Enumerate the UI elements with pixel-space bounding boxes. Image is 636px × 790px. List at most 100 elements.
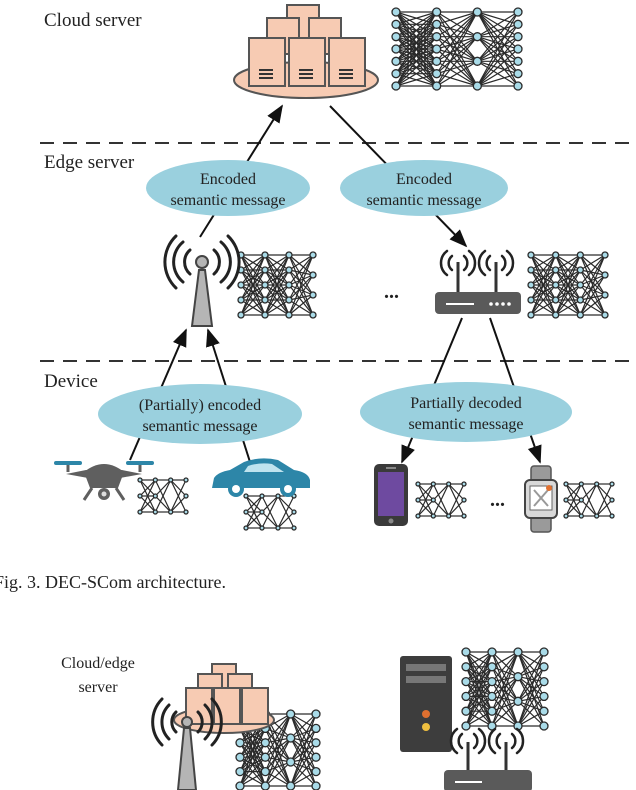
nn-node bbox=[415, 497, 421, 503]
nn-node bbox=[285, 281, 293, 289]
nn-edge bbox=[288, 274, 314, 301]
nn-edge bbox=[290, 728, 317, 763]
nn-node bbox=[391, 32, 401, 42]
nn-node bbox=[286, 781, 296, 790]
nn-node bbox=[391, 44, 401, 54]
nn-edge bbox=[245, 511, 263, 529]
nn-edge bbox=[448, 483, 465, 517]
figure-caption: Fig. 3. DEC-SCom architecture. bbox=[0, 572, 226, 592]
nn-node bbox=[275, 525, 281, 531]
nn-edge bbox=[288, 269, 314, 316]
nn-edge bbox=[288, 294, 314, 316]
nn-node bbox=[285, 251, 293, 259]
nn-edge bbox=[465, 651, 493, 697]
nn-edge bbox=[436, 60, 478, 87]
fig4-label-line1: Cloud/edge bbox=[61, 655, 135, 672]
nn-node bbox=[183, 493, 189, 499]
fig4-neural-network-top-icon bbox=[461, 647, 549, 731]
nn-edge bbox=[517, 666, 545, 727]
nn-node bbox=[601, 291, 609, 299]
nn-node bbox=[461, 647, 471, 657]
nn-edge bbox=[288, 254, 314, 301]
nn-edge bbox=[239, 728, 266, 787]
nn-node bbox=[563, 481, 569, 487]
nn-edge bbox=[530, 254, 557, 301]
nn-edge bbox=[139, 495, 156, 513]
nn-node bbox=[168, 477, 174, 483]
device-left-message-bubble bbox=[98, 384, 302, 444]
nn-edge bbox=[264, 737, 292, 787]
nn-node bbox=[311, 709, 321, 719]
nn-edge bbox=[264, 713, 292, 758]
nn-node bbox=[594, 481, 600, 487]
device-right-bubble-line2: semantic message bbox=[408, 416, 523, 433]
edge-right-bubble-line2: semantic message bbox=[366, 192, 481, 209]
nn-edge bbox=[240, 254, 266, 301]
nn-node bbox=[415, 481, 421, 487]
nn-edge bbox=[491, 651, 519, 712]
nn-edge bbox=[395, 48, 438, 87]
nn-edge bbox=[288, 269, 314, 276]
nn-edge bbox=[565, 483, 582, 517]
nn-edge bbox=[288, 274, 314, 316]
nn-node bbox=[243, 493, 249, 499]
nn-node bbox=[183, 509, 189, 515]
nn-edge bbox=[491, 666, 519, 702]
nn-edge bbox=[261, 495, 279, 513]
nn-node bbox=[513, 32, 523, 42]
nn-edge bbox=[477, 11, 519, 38]
nn-edge bbox=[288, 299, 314, 316]
fig4-base-station-icon bbox=[151, 697, 223, 790]
nn-edge bbox=[154, 479, 172, 513]
nn-node bbox=[563, 497, 569, 503]
nn-node bbox=[513, 56, 523, 66]
nn-edge bbox=[240, 269, 266, 316]
nn-node bbox=[513, 81, 523, 91]
nn-node bbox=[311, 766, 321, 777]
nn-edge bbox=[264, 737, 292, 758]
nn-node bbox=[259, 493, 265, 499]
device-more-ellipsis: ... bbox=[490, 489, 505, 511]
nn-edge bbox=[517, 676, 545, 727]
nn-node bbox=[487, 706, 497, 716]
nn-node bbox=[311, 752, 321, 762]
nn-edge bbox=[264, 284, 290, 316]
nn-edge bbox=[491, 651, 519, 697]
nn-node bbox=[487, 676, 497, 687]
nn-edge bbox=[436, 73, 478, 87]
nn-node bbox=[152, 493, 158, 499]
edge-right-bubble-line1: Encoded bbox=[396, 171, 452, 188]
device-tier-label: Device bbox=[44, 371, 98, 392]
nn-edge bbox=[476, 23, 519, 62]
nn-node bbox=[235, 766, 245, 777]
nn-node bbox=[576, 266, 584, 274]
nn-edge bbox=[517, 651, 545, 702]
nn-node bbox=[539, 676, 549, 687]
nn-node bbox=[578, 497, 584, 503]
nn-node bbox=[513, 7, 523, 17]
nn-edge bbox=[491, 700, 519, 727]
nn-node bbox=[152, 509, 158, 515]
nn-edge bbox=[395, 73, 437, 87]
edge-more-ellipsis: ... bbox=[384, 281, 399, 303]
nn-edge bbox=[580, 499, 598, 517]
nn-edge bbox=[290, 728, 317, 787]
nn-edge bbox=[290, 742, 317, 763]
nn-edge bbox=[245, 495, 263, 529]
nn-edge bbox=[395, 11, 437, 25]
fig4-tower-pc-icon bbox=[400, 656, 452, 752]
nn-edge bbox=[264, 254, 290, 316]
nn-node bbox=[472, 32, 482, 42]
nn-edge bbox=[580, 483, 598, 501]
nn-node bbox=[539, 706, 549, 716]
nn-node bbox=[261, 311, 269, 319]
nn-node bbox=[237, 311, 245, 319]
nn-edge bbox=[596, 499, 613, 517]
device-right-message-bubble bbox=[360, 382, 572, 442]
nn-node bbox=[261, 281, 269, 289]
nn-edge bbox=[240, 254, 266, 286]
nn-edge bbox=[517, 681, 545, 727]
car-icon bbox=[212, 458, 310, 497]
nn-edge bbox=[555, 269, 581, 316]
nn-edge bbox=[465, 651, 493, 682]
